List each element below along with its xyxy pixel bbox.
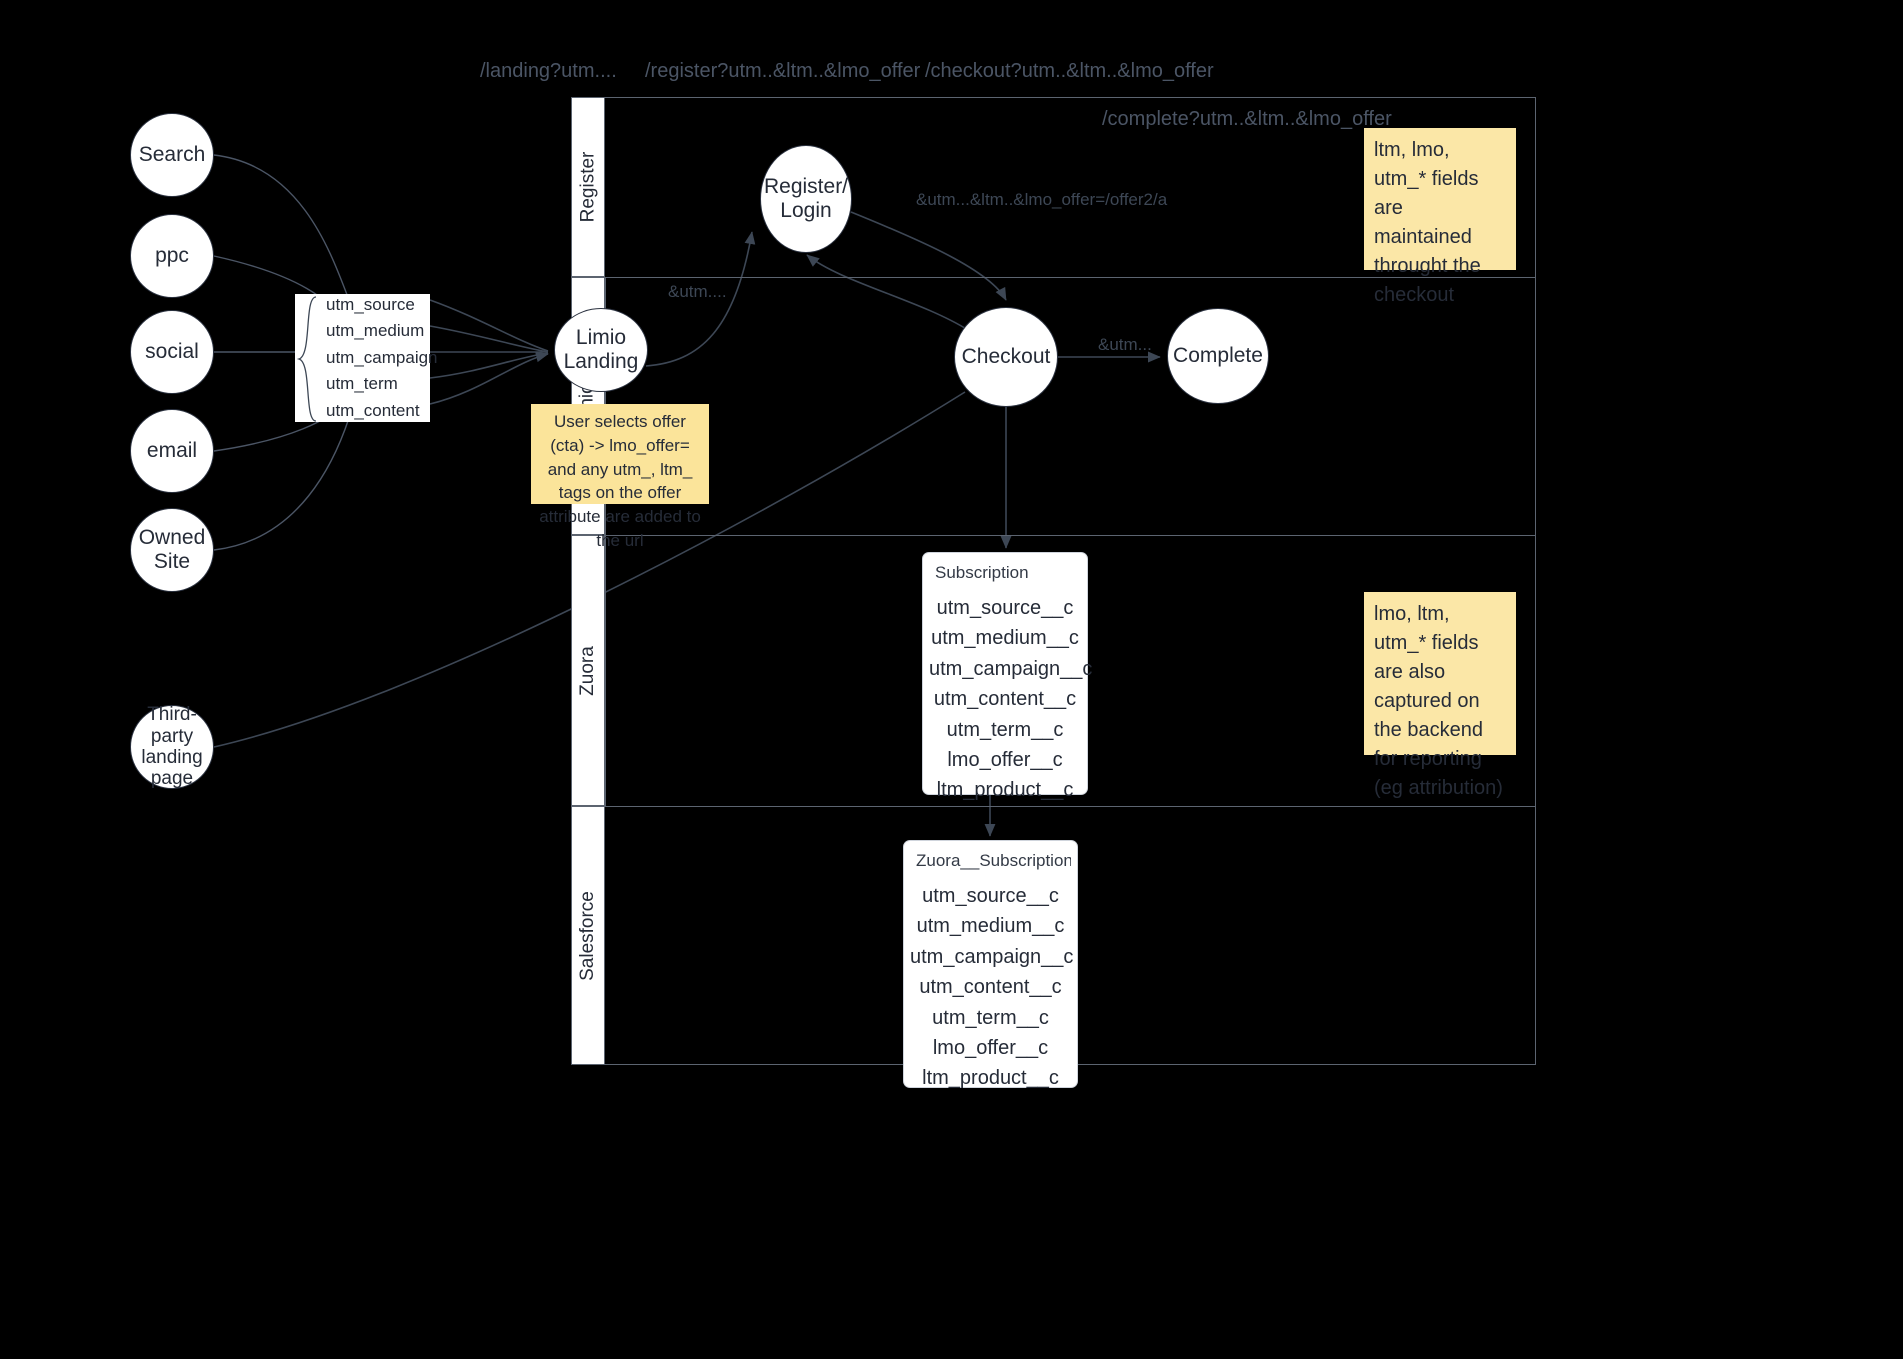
source-node-search[interactable]: Search bbox=[130, 113, 214, 197]
source-node-owned-site[interactable]: Owned Site bbox=[130, 508, 214, 592]
source-node-ppc-label: ppc bbox=[155, 244, 189, 268]
flow-node-checkout[interactable]: Checkout bbox=[954, 307, 1058, 407]
utm-field-item: utm_campaign bbox=[326, 347, 438, 367]
field-item: lmo_offer__c bbox=[947, 748, 1063, 771]
edge-label-register-to-checkout: &utm...&ltm..&lmo_offer=/offer2/a bbox=[916, 190, 1168, 209]
source-node-search-label: Search bbox=[138, 143, 206, 167]
flow-node-limio-landing[interactable]: Limio Landing bbox=[554, 308, 648, 392]
flow-node-complete[interactable]: Complete bbox=[1167, 308, 1269, 404]
field-item: utm_medium__c bbox=[916, 915, 1065, 938]
field-item: utm_content__c bbox=[919, 976, 1062, 999]
url-caption-landing: /landing?utm.... bbox=[480, 60, 617, 82]
field-item: utm_term__c bbox=[932, 1006, 1049, 1029]
note-offer-cta: User selects offer (cta) -> lmo_offer= a… bbox=[531, 404, 709, 550]
field-item: utm_content__c bbox=[933, 688, 1077, 711]
source-node-email-label: email bbox=[146, 439, 198, 463]
flow-node-register-login-label: Register/ Login bbox=[763, 175, 849, 222]
utm-fields-card: utm_source utm_medium utm_campaign utm_t… bbox=[295, 294, 438, 422]
utm-field-item: utm_content bbox=[326, 400, 420, 420]
note-checkout-fields: ltm, lmo, utm_* fields are maintained th… bbox=[1364, 128, 1516, 306]
zuora-subscription-card: Subscription utm_source__c utm_medium__c… bbox=[922, 552, 1092, 801]
utm-fields-list: utm_source utm_medium utm_campaign utm_t… bbox=[322, 292, 448, 424]
source-node-owned-site-label: Owned Site bbox=[138, 526, 206, 573]
field-item: ltm_product__c bbox=[936, 779, 1074, 802]
zuora-subscription-field-list: utm_source__c utm_medium__c utm_campaign… bbox=[929, 593, 1093, 806]
source-node-ppc[interactable]: ppc bbox=[130, 214, 214, 298]
flow-node-checkout-label: Checkout bbox=[961, 345, 1051, 369]
url-caption-checkout: /checkout?utm..&ltm..&lmo_offer bbox=[925, 60, 1214, 82]
salesforce-subscription-card-title: Zuora__Subscription__c bbox=[916, 851, 1071, 870]
url-caption-register: /register?utm..&ltm..&lmo_offer bbox=[645, 60, 921, 82]
field-item: utm_source__c bbox=[922, 885, 1059, 907]
wire-utm-fan-2 bbox=[429, 325, 549, 353]
field-item: lmo_offer__c bbox=[932, 1036, 1049, 1059]
utm-field-item: utm_term bbox=[326, 374, 398, 394]
flow-node-complete-label: Complete bbox=[1173, 344, 1263, 368]
lane-body-zuora bbox=[605, 535, 1536, 806]
field-item: utm_source__c bbox=[936, 597, 1074, 619]
field-item: utm_medium__c bbox=[931, 627, 1079, 650]
source-node-third-party-landing[interactable]: Third-party landing page bbox=[130, 704, 214, 790]
wire-utm-fan-4 bbox=[429, 352, 549, 379]
source-node-third-party-landing-label: Third-party landing page bbox=[141, 704, 203, 790]
lane-header-zuora: Zuora bbox=[571, 535, 605, 806]
curly-brace-icon bbox=[296, 295, 322, 422]
lane-label-register: Register bbox=[577, 151, 598, 223]
lane-header-salesforce: Salesforce bbox=[571, 806, 605, 1065]
flow-node-limio-landing-label: Limio Landing bbox=[563, 326, 639, 373]
utm-field-item: utm_medium bbox=[326, 321, 425, 341]
source-node-social[interactable]: social bbox=[130, 310, 214, 394]
field-item: ltm_product__c bbox=[922, 1067, 1059, 1090]
salesforce-subscription-card: Zuora__Subscription__c utm_source__c utm… bbox=[903, 840, 1078, 1089]
lane-body-register bbox=[605, 97, 1536, 277]
source-node-social-label: social bbox=[145, 340, 199, 364]
lane-label-zuora: Zuora bbox=[577, 645, 599, 696]
note-backend-capture: lmo, ltm, utm_* fields are also captured… bbox=[1364, 592, 1516, 799]
lane-label-salesforce: Salesforce bbox=[577, 890, 598, 981]
lane-header-register: Register bbox=[571, 97, 605, 277]
field-item: utm_campaign__c bbox=[929, 657, 1093, 680]
field-item: utm_term__c bbox=[946, 718, 1064, 741]
wire-search-to-utm bbox=[213, 154, 350, 301]
wire-utm-fan-5 bbox=[429, 351, 549, 405]
wire-owned-to-utm bbox=[213, 417, 350, 551]
url-caption-complete: /complete?utm..&ltm..&lmo_offer bbox=[1102, 108, 1392, 130]
flow-node-register-login[interactable]: Register/ Login bbox=[760, 145, 852, 253]
salesforce-subscription-field-list: utm_source__c utm_medium__c utm_campaign… bbox=[910, 881, 1074, 1094]
edge-label-checkout-to-complete: &utm... bbox=[1098, 335, 1152, 354]
lane-body-limio bbox=[605, 277, 1536, 535]
wire-utm-fan-1 bbox=[429, 299, 549, 352]
utm-field-item: utm_source bbox=[326, 295, 415, 315]
zuora-subscription-card-title: Subscription bbox=[935, 563, 1029, 582]
field-item: utm_campaign__c bbox=[910, 945, 1074, 968]
edge-label-landing-to-register: &utm.... bbox=[668, 282, 727, 301]
source-node-email[interactable]: email bbox=[130, 409, 214, 493]
